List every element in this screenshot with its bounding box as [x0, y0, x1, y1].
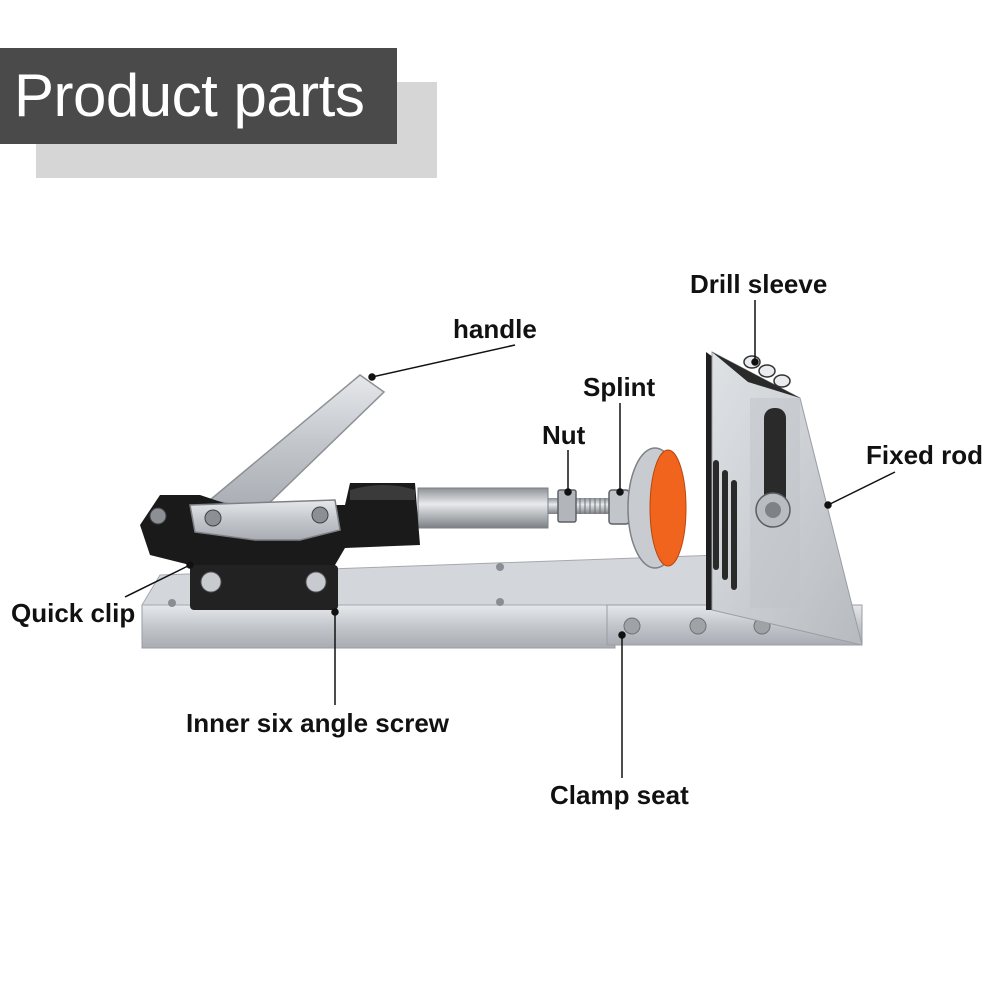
label-splint: Splint — [583, 372, 656, 402]
page-title: Product parts — [0, 48, 397, 144]
label-quick-clip: Quick clip — [11, 598, 136, 628]
leader-fixed-rod — [827, 471, 896, 506]
leader-handle — [371, 344, 516, 378]
leader-quick-clip — [124, 564, 191, 598]
label-fixed-rod: Fixed rod — [866, 440, 984, 470]
base-plate — [141, 604, 616, 649]
label-clamp-seat: Clamp seat — [550, 780, 689, 810]
linkage-plate — [189, 499, 341, 541]
label-handle: handle — [453, 314, 537, 344]
label-nut: Nut — [542, 420, 586, 450]
main-shaft — [417, 487, 549, 529]
label-drill-sleeve: Drill sleeve — [690, 269, 828, 299]
label-inner-screw: Inner six angle screw — [186, 708, 450, 738]
